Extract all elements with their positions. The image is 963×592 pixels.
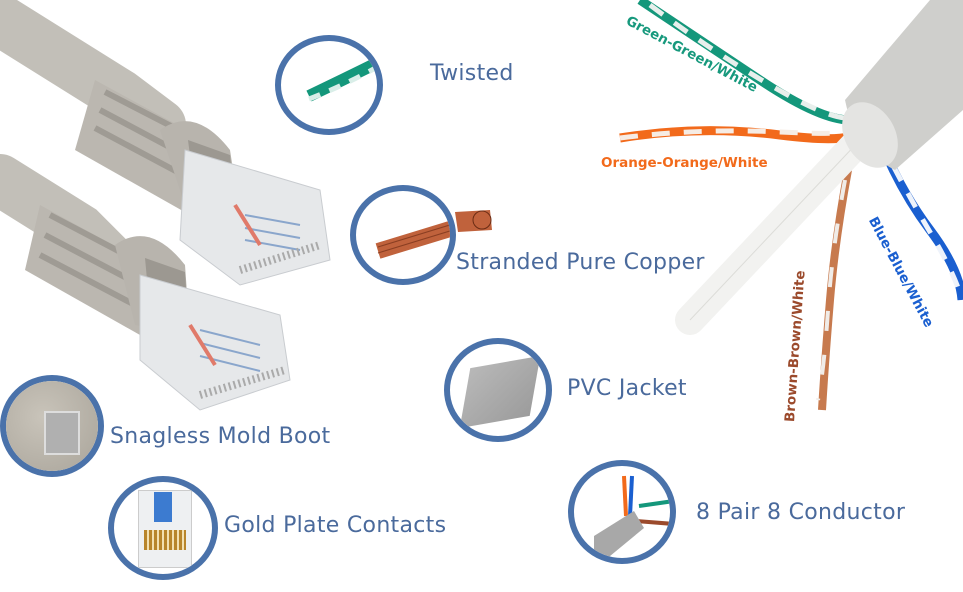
ethernet-cable-top <box>0 0 331 286</box>
twisted-pair-icon <box>306 56 377 102</box>
contacts-label: Gold Plate Contacts <box>224 513 447 538</box>
wire-label-orange: Orange-Orange/White <box>601 155 768 171</box>
cable-wire-breakout <box>619 0 963 411</box>
twisted-circle <box>275 35 383 135</box>
contacts-circle <box>108 476 218 580</box>
boot-circle <box>0 375 104 477</box>
copper-label: Stranded Pure Copper <box>456 250 705 275</box>
copper-strand-icon <box>375 220 450 259</box>
pvc-circle <box>444 338 552 442</box>
ethernet-cable-bottom <box>0 154 291 411</box>
cable-conductors-icon <box>594 475 670 558</box>
boot-label: Snagless Mold Boot <box>110 424 331 449</box>
pvc-label: PVC Jacket <box>567 376 687 401</box>
copper-circle <box>350 185 456 285</box>
conductor-label: 8 Pair 8 Conductor <box>696 500 906 525</box>
twisted-label: Twisted <box>430 61 514 86</box>
pvc-jacket-swatch <box>459 355 541 429</box>
conductor-circle <box>568 460 676 564</box>
